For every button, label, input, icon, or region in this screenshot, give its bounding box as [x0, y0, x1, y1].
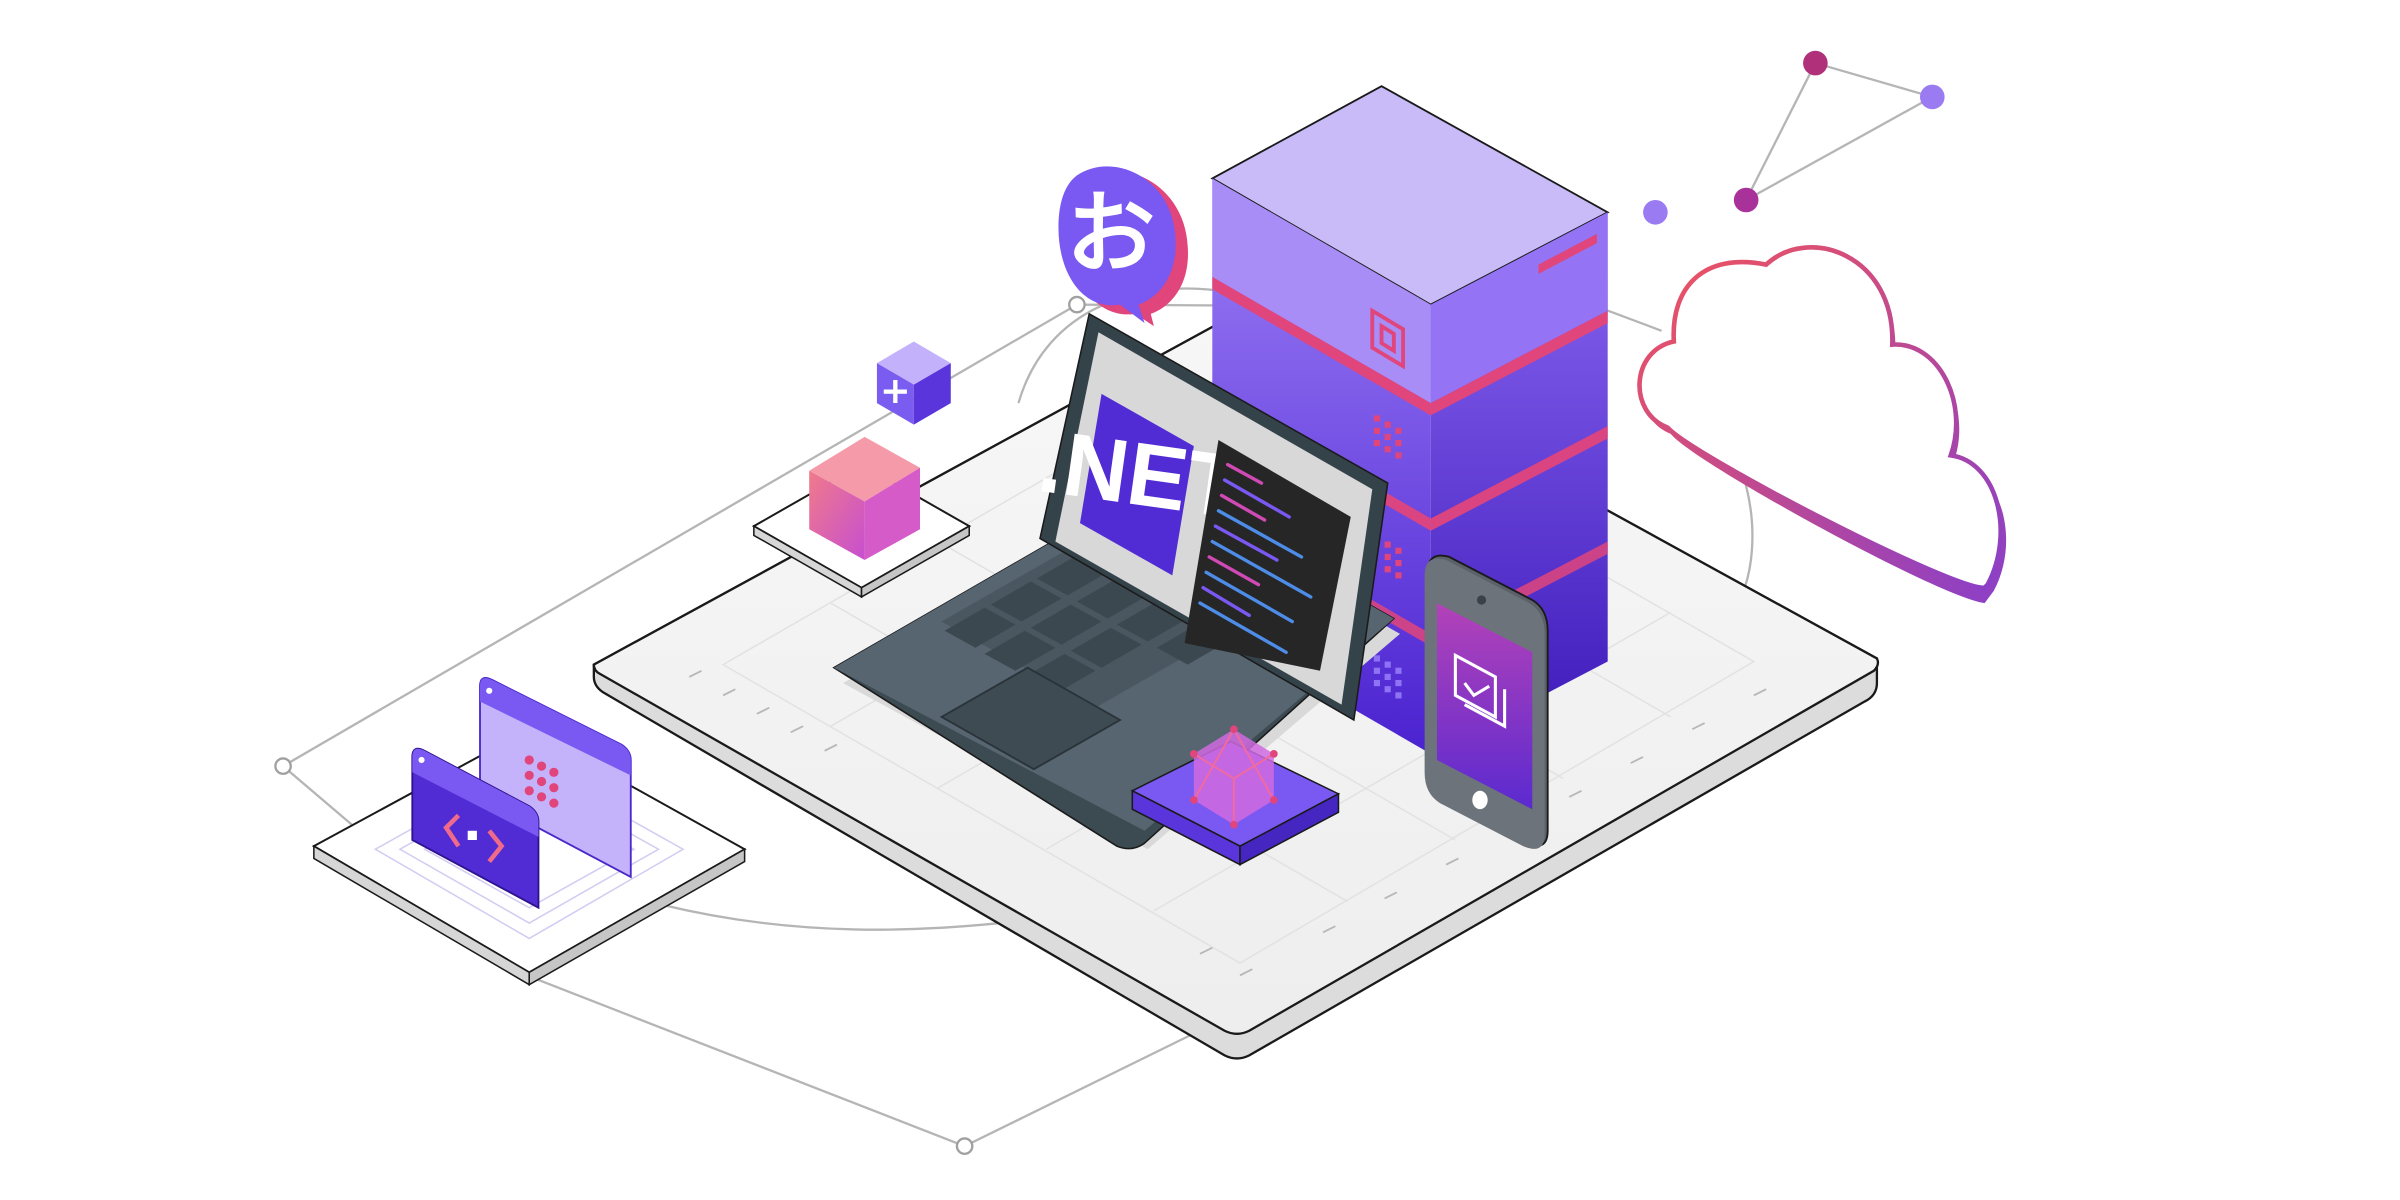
server-vent-grid-bottom [1373, 655, 1402, 699]
trackpad [939, 666, 1122, 771]
grid-window-icon [479, 677, 632, 879]
prism-icon [1190, 725, 1278, 829]
windows-tile [311, 677, 747, 986]
server-vent-grid [1373, 415, 1402, 579]
code-window-icon [411, 747, 540, 910]
checkbox-icon [1453, 652, 1507, 729]
speech-bubble-glyph: お [1066, 183, 1155, 287]
laptop-icon: .NET [832, 312, 1400, 850]
phone-icon [1424, 554, 1549, 849]
platform-ticks [688, 669, 1767, 977]
cube-icon: + [876, 341, 951, 425]
cube-glyph: + [880, 369, 911, 412]
speech-bubble-icon: お [1058, 166, 1188, 327]
cloud-icon [1637, 245, 2007, 604]
wireframe-nodes [274, 295, 1086, 1155]
server-chip-icon [1370, 307, 1405, 370]
code-editor-icon [1184, 440, 1351, 671]
pink-cube-tile [751, 436, 972, 599]
prism-tile [1130, 725, 1341, 866]
network-graph-icon [1643, 50, 1945, 225]
